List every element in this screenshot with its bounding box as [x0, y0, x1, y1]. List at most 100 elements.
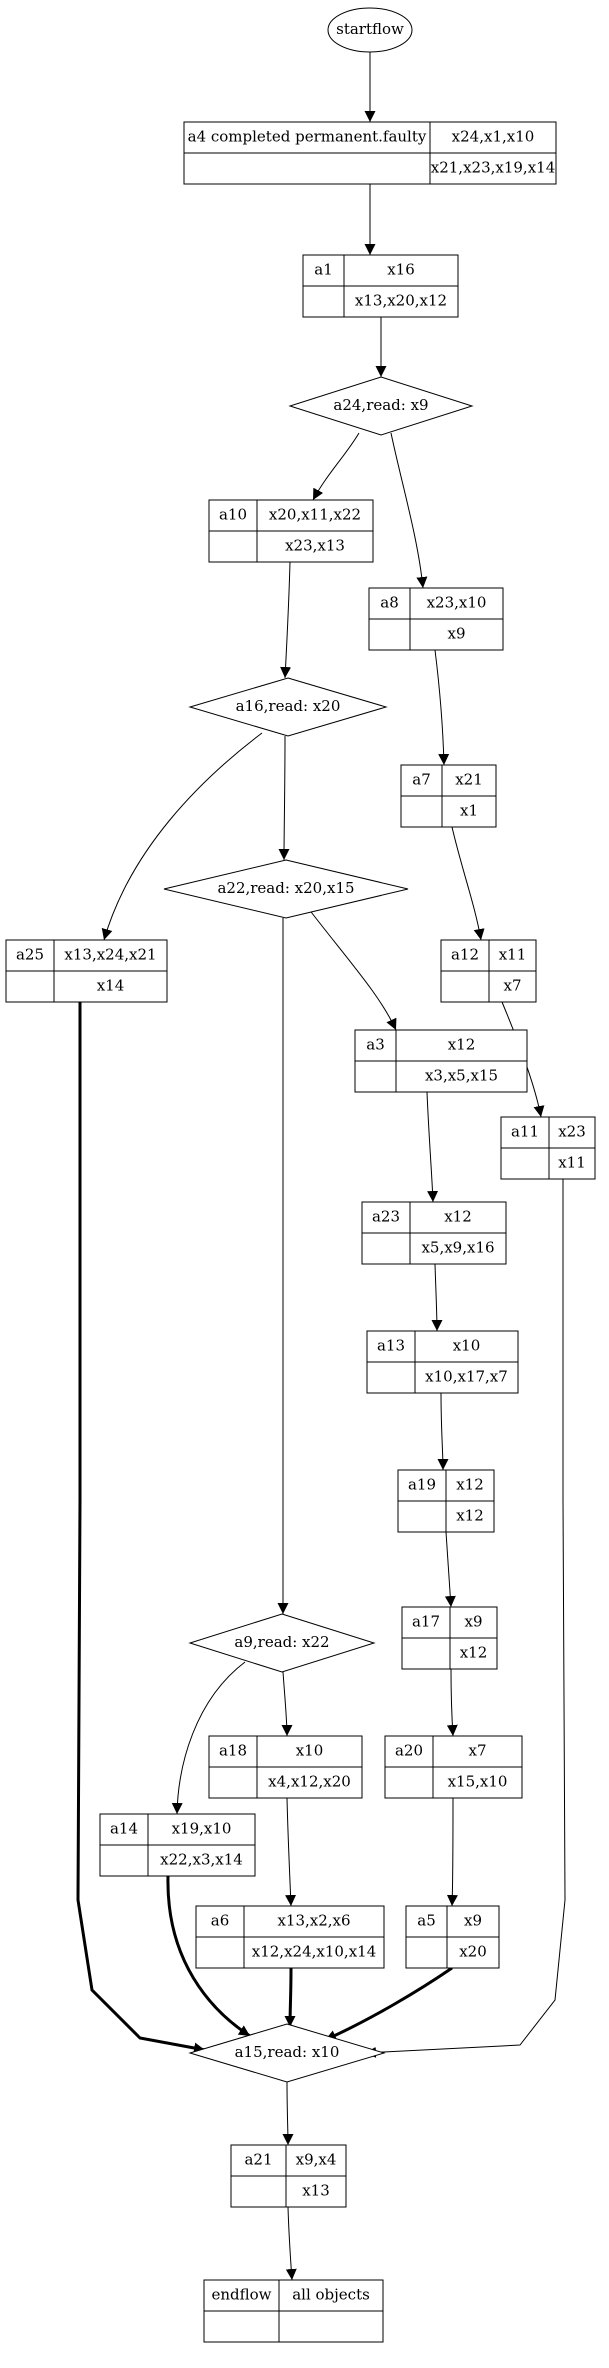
- edge-d_a24-to-a8: [390, 432, 428, 589]
- edge-a13-to-a19: [437, 1392, 449, 1471]
- node-reads: x21,x23,x19,x14: [431, 159, 556, 177]
- edge-a6-to-d_a15: [284, 1967, 296, 2028]
- node-a6: a6 x13,x2,x6 x12,x24,x10,x14: [195, 1905, 385, 1969]
- edge-d_a22-to-a3: [307, 907, 397, 1031]
- node-reads: x20: [459, 1943, 487, 1961]
- node-label: a15,read: x10: [235, 2043, 340, 2061]
- edge-d_a24-to-a10: [312, 432, 360, 501]
- edge-d_a16-to-a25: [101, 732, 263, 941]
- node-a5: a5 x9 x20: [405, 1905, 500, 1969]
- edge-a11-to-d_a15: [364, 1179, 566, 2058]
- node-d_a16: a16,read: x20: [188, 677, 388, 737]
- node-name: a10: [219, 506, 247, 524]
- node-name: a8: [380, 594, 399, 612]
- node-label: a24,read: x9: [333, 396, 428, 414]
- edge-a25-to-d_a15: [76, 1002, 206, 2054]
- edge-a19-to-a17: [444, 1531, 456, 1608]
- node-name: a6: [211, 1912, 230, 1930]
- edge-a17-to-a20: [446, 1668, 458, 1737]
- node-reads: x12,x24,x10,x14: [252, 1943, 377, 1961]
- node-a20: a20 x7 x15,x10: [384, 1735, 523, 1799]
- decision-diamond: [188, 1613, 376, 1673]
- node-writes: x13,x2,x6: [277, 1912, 350, 1930]
- node-name: a20: [395, 1742, 423, 1760]
- node-name: a4 completed permanent.faulty: [188, 128, 427, 146]
- edge-a18-to-a6: [285, 1797, 297, 1907]
- edge-a5-to-d_a15: [324, 1966, 453, 2042]
- node-writes: all objects: [292, 2286, 370, 2304]
- node-writes: x10: [453, 1337, 481, 1355]
- node-a18: a18 x10 x4,x12,x20: [208, 1735, 363, 1799]
- node-writes: x23: [558, 1123, 586, 1141]
- node-label: a22,read: x20,x15: [217, 879, 354, 897]
- node-reads: x7: [503, 977, 521, 995]
- node-writes: x9: [464, 1912, 482, 1930]
- node-reads: x15,x10: [448, 1773, 508, 1791]
- node-name: a21: [244, 2151, 272, 2169]
- edge-a23-to-a13: [431, 1263, 443, 1332]
- node-writes: x12: [444, 1208, 472, 1226]
- edge-a14-to-d_a15: [166, 1875, 251, 2038]
- node-writes: x12: [448, 1036, 476, 1054]
- decision-diamond: [188, 677, 388, 737]
- node-endflow: endflow all objects: [203, 2279, 384, 2343]
- node-name: a19: [408, 1476, 436, 1494]
- node-name: a13: [377, 1337, 405, 1355]
- edge-a10-to-d_a16: [280, 561, 292, 679]
- node-reads: x4,x12,x20: [268, 1773, 351, 1791]
- node-writes: x10: [296, 1742, 324, 1760]
- node-name: a11: [511, 1123, 539, 1141]
- node-name: endflow: [211, 2286, 271, 2304]
- node-reads: x12: [456, 1507, 484, 1525]
- node-d_a22: a22,read: x20,x15: [163, 859, 409, 919]
- node-reads: x11: [558, 1154, 586, 1172]
- node-writes: x9,x4: [296, 2151, 337, 2169]
- decision-diamond: [288, 376, 474, 436]
- edge-d_a9-to-a14: [171, 1661, 246, 1815]
- edge-a3-to-a23: [426, 1091, 439, 1203]
- node-name: a14: [110, 1820, 138, 1838]
- start-ellipse: [327, 7, 413, 53]
- node-reads: x13: [302, 2182, 330, 2200]
- node-name: a5: [417, 1912, 436, 1930]
- node-d_a9: a9,read: x22: [188, 1613, 376, 1673]
- node-writes: x7: [468, 1742, 486, 1760]
- decision-diamond: [163, 859, 409, 919]
- node-startflow: startflow: [327, 7, 413, 53]
- node-name: a25: [16, 946, 44, 964]
- edge-a20-to-a5: [446, 1797, 458, 1907]
- node-reads: x22,x3,x14: [160, 1851, 243, 1869]
- node-reads: x12: [460, 1644, 488, 1662]
- node-writes: x21: [455, 771, 483, 789]
- edge-a21-to-endflow: [285, 2206, 297, 2281]
- edge-d_a15-to-a21: [282, 2081, 294, 2146]
- node-name: a18: [219, 1742, 247, 1760]
- node-name: a23: [372, 1208, 400, 1226]
- node-name: a7: [412, 771, 431, 789]
- node-label: a9,read: x22: [234, 1633, 329, 1651]
- node-writes: x11: [499, 946, 527, 964]
- node-reads: x13,x20,x12: [355, 292, 447, 310]
- node-writes: x23,x10: [427, 594, 487, 612]
- decision-diamond: [188, 2023, 386, 2083]
- node-name: a17: [412, 1613, 440, 1631]
- node-writes: x24,x1,x10: [452, 128, 535, 146]
- node-a11: a11 x23 x11: [500, 1116, 596, 1180]
- node-label: startflow: [336, 20, 404, 38]
- node-a13: a13 x10 x10,x17,x7: [366, 1330, 519, 1394]
- node-reads: x10,x17,x7: [425, 1368, 508, 1386]
- edge-a8-to-a7: [434, 649, 450, 766]
- node-label: a16,read: x20: [236, 697, 341, 715]
- node-reads: x3,x5,x15: [425, 1067, 498, 1085]
